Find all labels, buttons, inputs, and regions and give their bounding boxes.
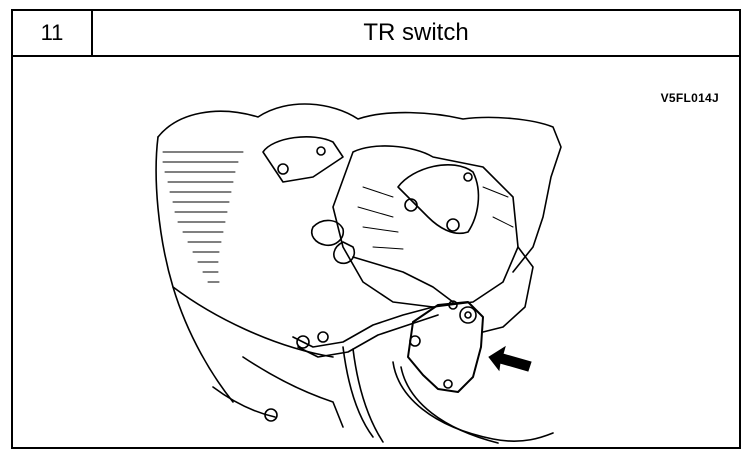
connector-tube — [292, 306, 434, 348]
lower-detail — [212, 386, 276, 418]
harness-3 — [392, 361, 554, 442]
procedure-frame: 11 TR switch V5FL014J — [11, 9, 741, 449]
housing-left-edge — [155, 136, 234, 403]
figure-code: V5FL014J — [660, 91, 719, 105]
bolt-hole-5 — [463, 172, 473, 182]
housing-shading — [162, 151, 244, 283]
fitting-left — [310, 219, 345, 247]
tr-switch-bolt-lower — [443, 379, 453, 389]
flange-left — [262, 136, 344, 183]
step-header: 11 TR switch — [13, 11, 739, 57]
case-detail-lines — [357, 186, 514, 250]
bell-housing-curve — [172, 286, 334, 358]
right-frame — [482, 246, 534, 333]
lower-case — [242, 356, 344, 428]
step-number: 11 — [13, 11, 93, 55]
tr-switch-shaft — [459, 306, 477, 324]
bolt-hole-1 — [277, 163, 289, 175]
harness-2 — [352, 348, 384, 443]
tr-switch-body — [407, 301, 484, 393]
bolt-hole-3 — [404, 198, 418, 212]
bracket-main — [397, 164, 480, 235]
tr-switch-bolt-upper — [448, 300, 458, 310]
drain-bolt — [264, 408, 278, 422]
harness-4 — [400, 366, 499, 444]
transmission-illustration — [155, 103, 562, 444]
bolt-hole-2 — [316, 146, 326, 156]
bolt-hole-4 — [446, 218, 460, 232]
transmission-case — [332, 145, 519, 308]
fitting-bolt-2 — [317, 331, 329, 343]
tr-switch-shaft-inner — [464, 311, 472, 319]
housing-outline — [157, 103, 562, 273]
linkage-rod-2 — [333, 241, 356, 265]
harness-1 — [342, 346, 374, 438]
tr-switch-bolt-left — [409, 335, 421, 347]
linkage-rod — [352, 256, 454, 303]
fitting-bolt — [296, 335, 310, 349]
step-title: TR switch — [363, 19, 469, 46]
pointer-arrow-icon — [488, 345, 532, 372]
